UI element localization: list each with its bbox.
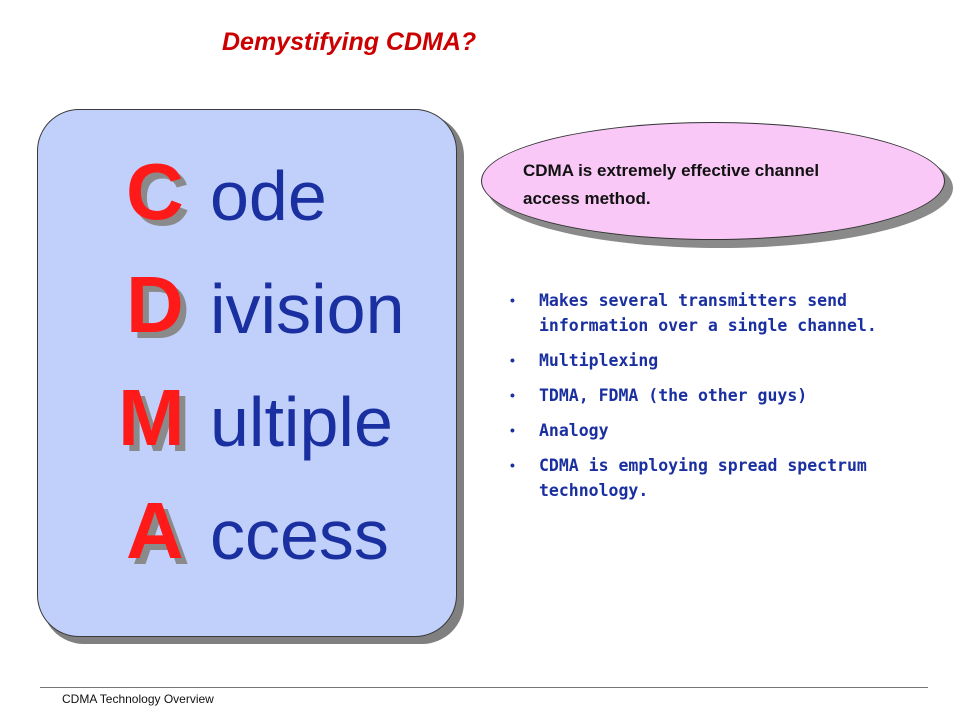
bullet-dot-icon: • — [510, 352, 515, 368]
acronym-row-code: C ode — [38, 137, 458, 247]
callout-ellipse — [481, 122, 945, 240]
bullet-item: • Makes several transmitters send inform… — [510, 288, 910, 338]
acronym-word-access: ccess — [210, 496, 389, 574]
bullet-list: • Makes several transmitters send inform… — [510, 288, 910, 513]
acronym-panel: C ode D ivision M ultiple A ccess — [37, 109, 457, 637]
acronym-word-code: ode — [210, 157, 327, 235]
slide-title: Demystifying CDMA? — [222, 28, 477, 56]
footer-text: CDMA Technology Overview — [62, 692, 214, 706]
acronym-row-division: D ivision — [38, 250, 458, 360]
acronym-letter-a: A — [126, 486, 184, 575]
acronym-letter-m: M — [118, 373, 185, 462]
footer-divider — [40, 687, 928, 688]
bullet-text: CDMA is employing spread spectrum techno… — [539, 456, 867, 500]
acronym-row-access: A ccess — [38, 476, 458, 586]
acronym-letter-c: C — [126, 147, 184, 236]
bullet-dot-icon: • — [510, 292, 515, 308]
bullet-dot-icon: • — [510, 457, 515, 473]
bullet-text: Multiplexing — [539, 351, 659, 370]
acronym-word-multiple: ultiple — [210, 383, 393, 461]
bullet-text: Makes several transmitters send informat… — [539, 291, 877, 335]
bullet-text: TDMA, FDMA (the other guys) — [539, 386, 808, 405]
bullet-text: Analogy — [539, 421, 609, 440]
acronym-row-multiple: M ultiple — [38, 363, 458, 473]
bullet-item: • Analogy — [510, 418, 910, 443]
bullet-dot-icon: • — [510, 422, 515, 438]
callout-text: CDMA is extremely effective channel acce… — [523, 161, 820, 208]
bullet-item: • CDMA is employing spread spectrum tech… — [510, 453, 910, 503]
acronym-word-division: ivision — [210, 270, 405, 348]
bullet-dot-icon: • — [510, 387, 515, 403]
bullet-item: • Multiplexing — [510, 348, 910, 373]
acronym-letter-d: D — [126, 260, 184, 349]
bullet-item: • TDMA, FDMA (the other guys) — [510, 383, 910, 408]
